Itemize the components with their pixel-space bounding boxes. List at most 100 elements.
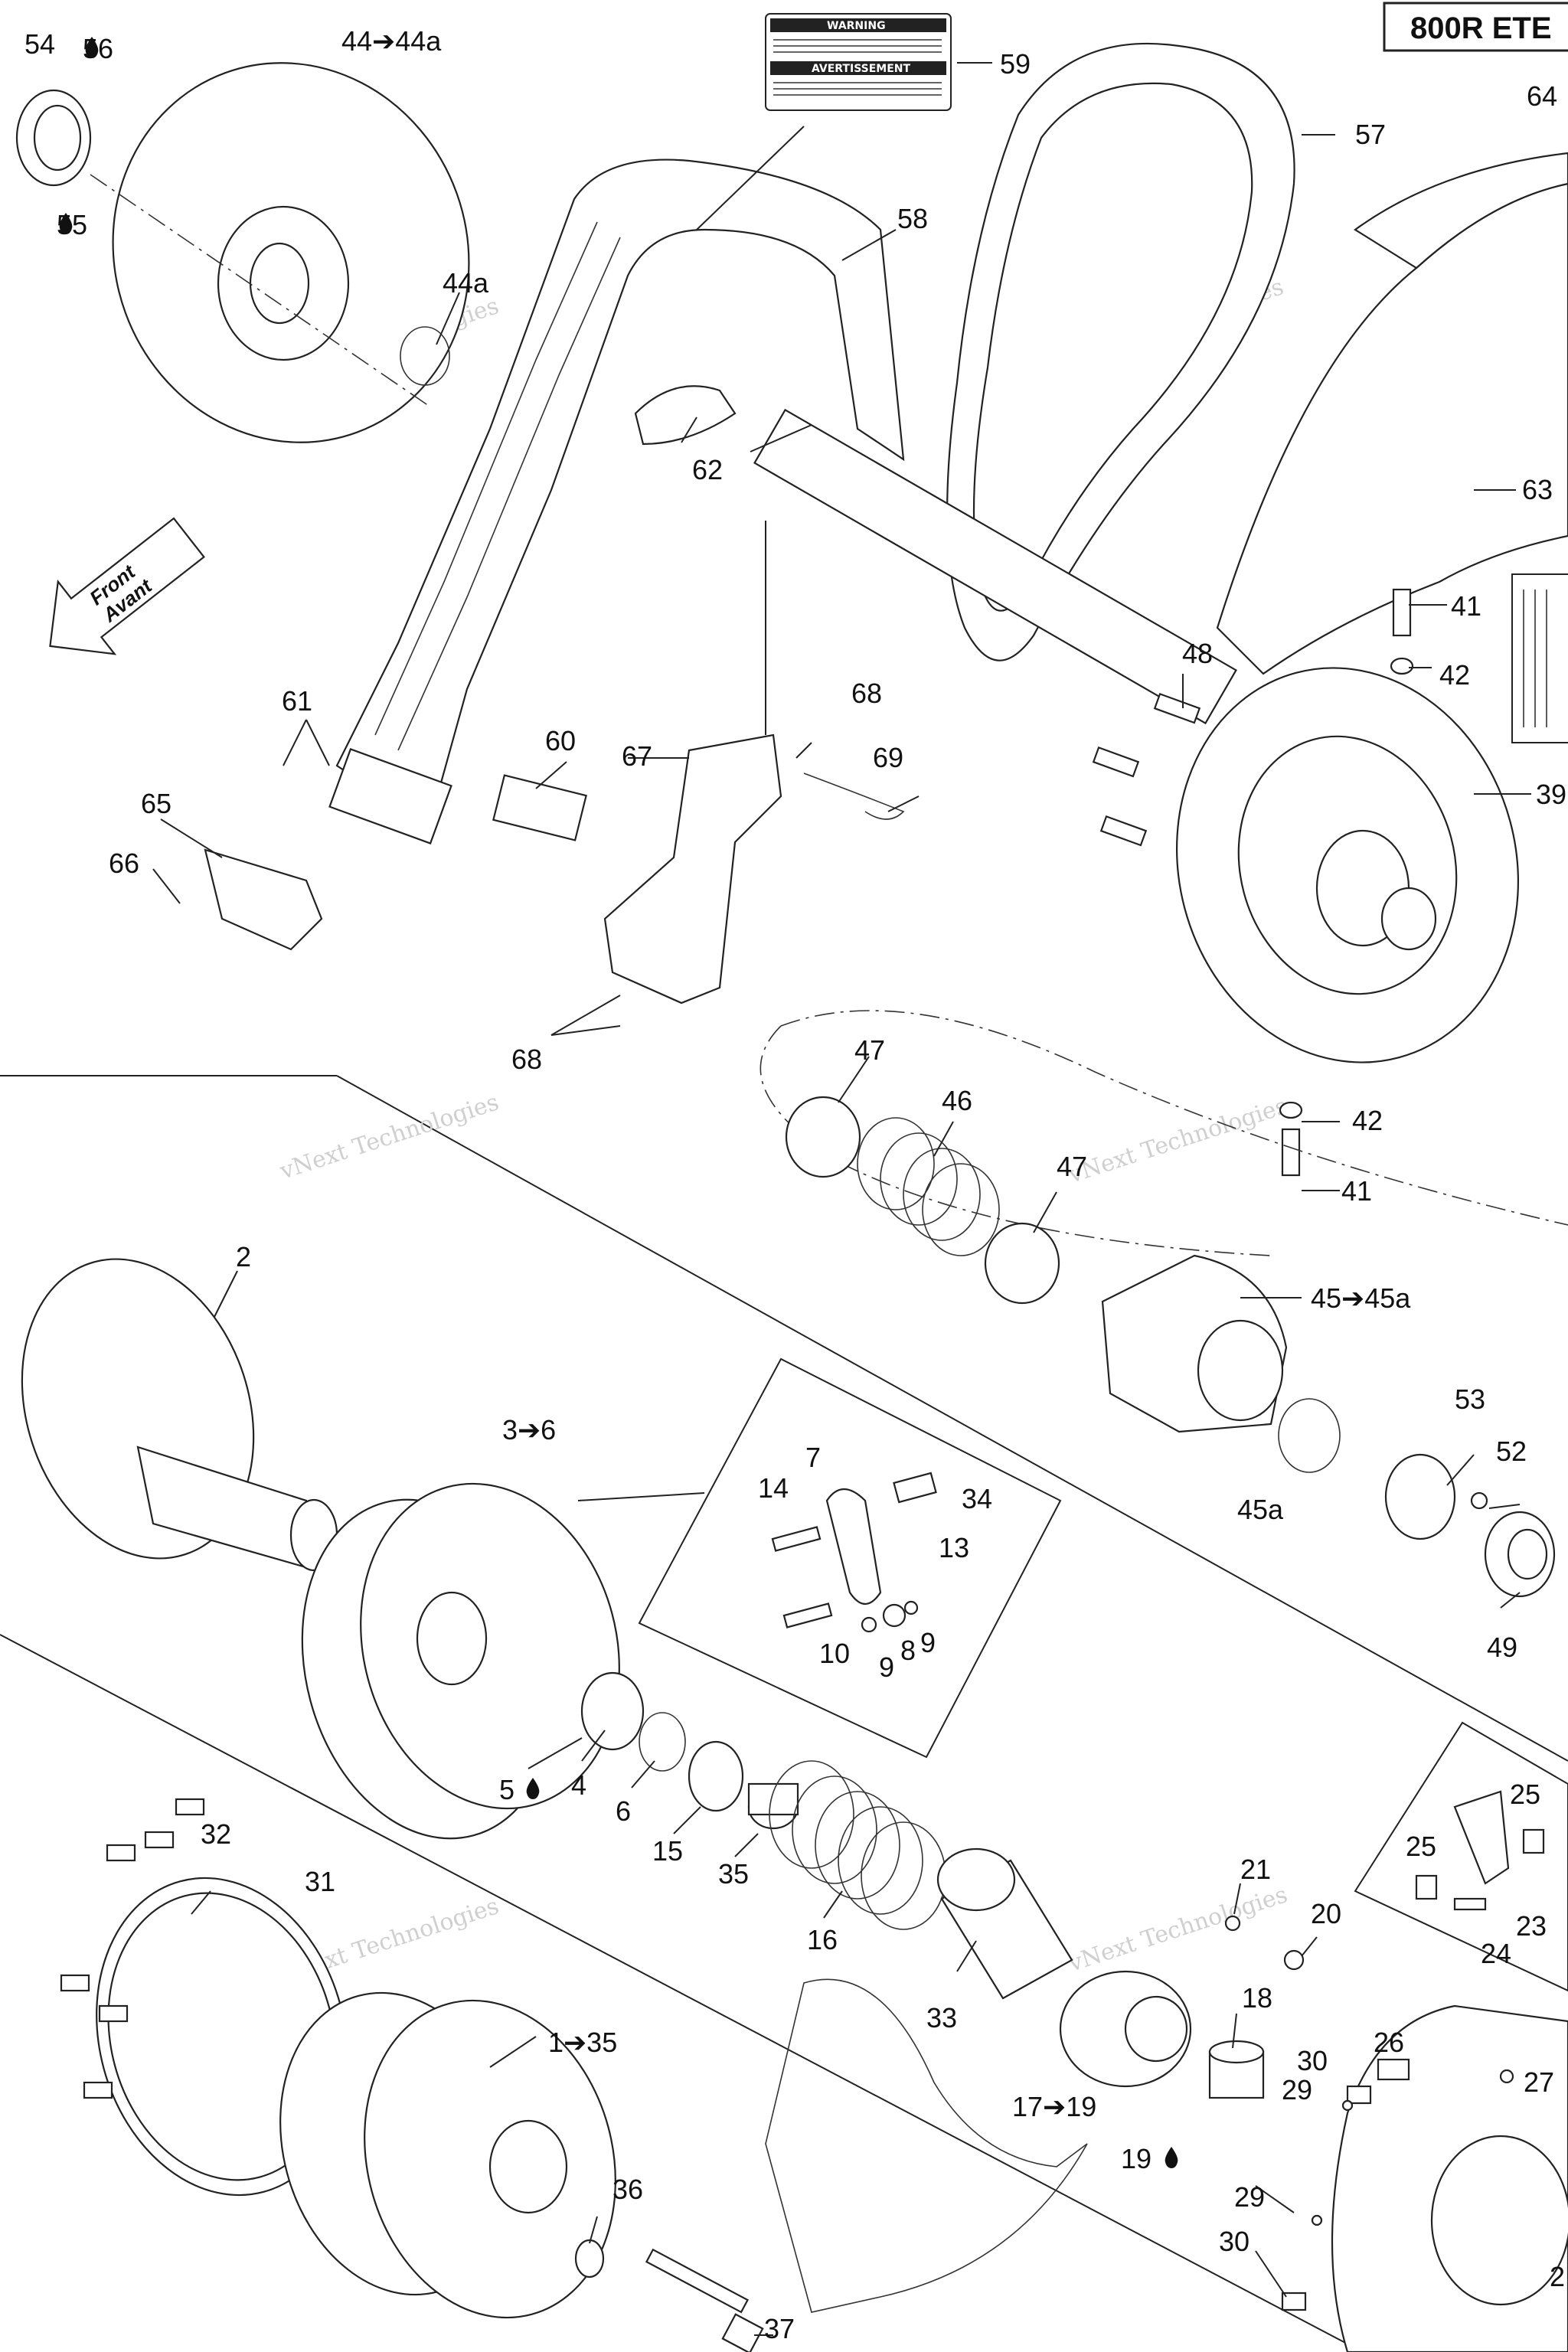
clip-65 [204,848,323,951]
nut-20 [1283,1949,1305,1971]
bearing-54 [15,89,92,187]
callout-9b: 9 [920,1627,936,1658]
callout-13: 13 [939,1532,969,1563]
callout-4: 4 [571,1769,586,1801]
screw-25b [1522,1828,1545,1854]
callout-16: 16 [807,1924,838,1955]
callout-59: 59 [1000,48,1031,80]
ring-47b [984,1222,1060,1305]
svg-text:WARNING: WARNING [827,20,886,32]
callout-44: 44➔44a [341,25,442,57]
pin-24 [1453,1897,1487,1911]
washer-9b [903,1600,919,1615]
roller-8 [882,1603,906,1628]
pad-62 [634,385,737,446]
callout-48: 48 [1182,638,1213,669]
drop-icon [526,1778,540,1799]
callout-41b: 41 [1341,1175,1372,1207]
slider-30a [1346,2085,1372,2105]
callout-26: 26 [1374,2027,1404,2058]
washer-29b [1311,2214,1323,2226]
callout-36: 36 [612,2174,643,2205]
callout-23: 23 [1516,1910,1547,1942]
drop-icon [59,213,73,234]
callout-64: 64 [1527,80,1557,112]
callout-20: 20 [1311,1898,1341,1929]
plate-67 [603,733,782,1004]
drive-belt-57 [946,42,1295,662]
ring-47a [785,1096,861,1178]
callout-25b: 25 [1510,1779,1540,1810]
washer-27 [1499,2069,1514,2084]
leader-lines [152,62,1531,2336]
section-dividers [0,1075,1568,2352]
callouts: 54 56 55 44➔44a 44a 59 57 64 58 62 63 41… [24,25,1566,2344]
callout-69: 69 [873,742,903,773]
screw-41b [1281,1128,1301,1177]
pin-69 [803,773,905,820]
callout-32: 32 [201,1818,231,1850]
callout-7: 7 [805,1442,821,1473]
belt-cover-63 [1216,152,1568,675]
callout-37: 37 [764,2313,795,2344]
callout-46: 46 [942,1085,972,1116]
callout-61: 61 [282,685,312,717]
fixed-sheave-2 [21,1258,338,1572]
bushing-18 [1208,2040,1265,2099]
callout-9a: 9 [879,1651,894,1683]
callout-15: 15 [652,1835,683,1867]
callout-30a: 30 [1297,2045,1328,2076]
callout-19: 19 [1121,2143,1152,2174]
washer-21 [1224,1915,1241,1932]
callout-45a: 45a [1237,1494,1284,1525]
shaft [753,408,1237,725]
callout-62: 62 [692,454,723,485]
driven-pulley-39 [1175,667,1520,1063]
callout-35: 35 [718,1858,749,1890]
callout-5: 5 [499,1774,514,1805]
callout-25a: 25 [1406,1831,1436,1862]
callout-60: 60 [545,725,576,756]
callout-33: 33 [926,2002,957,2034]
callout-27: 27 [1524,2066,1554,2098]
callout-10: 10 [819,1638,850,1669]
callout-2b: 2 [1550,2261,1565,2292]
pin-14 [771,1526,822,1552]
svg-text:vNext Technologies: vNext Technologies [276,1089,502,1185]
bushing-35 [747,1782,799,1830]
arm-kit-box [1354,1721,1568,1992]
screw-26 [1377,2058,1410,2081]
callout-29a: 29 [1282,2074,1312,2105]
drop-icon [1165,2147,1178,2168]
callout-47b: 47 [1057,1151,1087,1182]
drive-pulley-assy [279,1991,616,2319]
washer-53 [1384,1453,1456,1540]
callout-44a: 44a [443,267,489,299]
washer-9a [861,1616,877,1633]
belt-guard-58 [328,158,905,844]
spring-46 [857,1117,1000,1256]
movable-sheave-3 [301,1482,620,1840]
callout-52: 52 [1496,1436,1527,1467]
svg-text:vNext Technologies: vNext Technologies [1065,1881,1291,1978]
drop-icon [85,37,99,58]
screw-41a [1392,588,1412,637]
callout-54: 54 [24,28,55,60]
washer-42b [1279,1101,1303,1119]
model-label: 800R ETE [1383,2,1568,52]
bolts-48 [1092,692,1201,847]
washer-29a [1341,2099,1354,2112]
drop-icons [59,37,1178,2168]
callout-63: 63 [1522,474,1553,505]
callout-1r: 1➔35 [548,2027,617,2058]
callout-31: 31 [305,1866,335,1897]
callout-18: 18 [1242,1982,1272,2014]
callout-67: 67 [622,740,652,772]
washer-36 [574,2239,605,2278]
bracket-60 [492,774,587,841]
callout-68a: 68 [851,678,882,709]
bushing-4 [580,1671,645,1751]
ring-6 [639,1712,686,1772]
screw-25a [1415,1874,1438,1900]
